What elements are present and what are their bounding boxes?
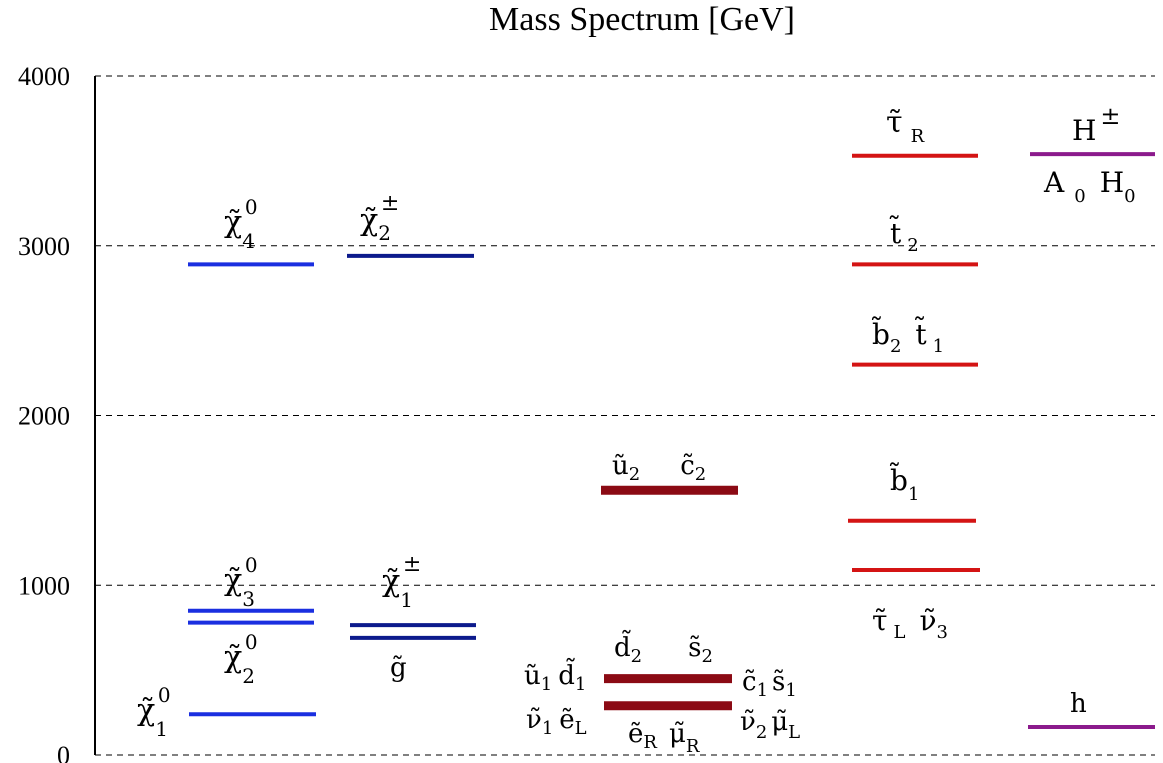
label-chi2pm: χ̃2± [360,191,399,245]
y-tick-2000: 2000 [18,402,70,431]
label-chi02: χ̃20 [224,630,258,688]
label-h: h [1070,689,1087,719]
label-chi1pm: χ̃1± [382,552,421,612]
gridlines [95,75,1155,756]
label-gluino: g̃ [390,653,407,683]
label-tauR: τ̃R [886,105,925,147]
label-t2: t̃2 [889,215,918,256]
label-chi04: χ̃40 [224,195,258,253]
y-tick-1000: 1000 [18,571,70,600]
label-Hpm: H± [1072,102,1121,147]
y-tick-labels: 0 1000 2000 3000 4000 [18,62,70,763]
label-chi03: χ̃30 [224,553,258,611]
chart-title: Mass Spectrum [GeV] [489,1,795,38]
mass-levels [188,152,1155,729]
y-tick-4000: 4000 [18,62,70,91]
label-b1: b̃1 [889,462,919,505]
label-chi01: χ̃10 [137,683,171,741]
y-tick-3000: 3000 [18,232,70,261]
y-tick-0: 0 [57,741,70,763]
